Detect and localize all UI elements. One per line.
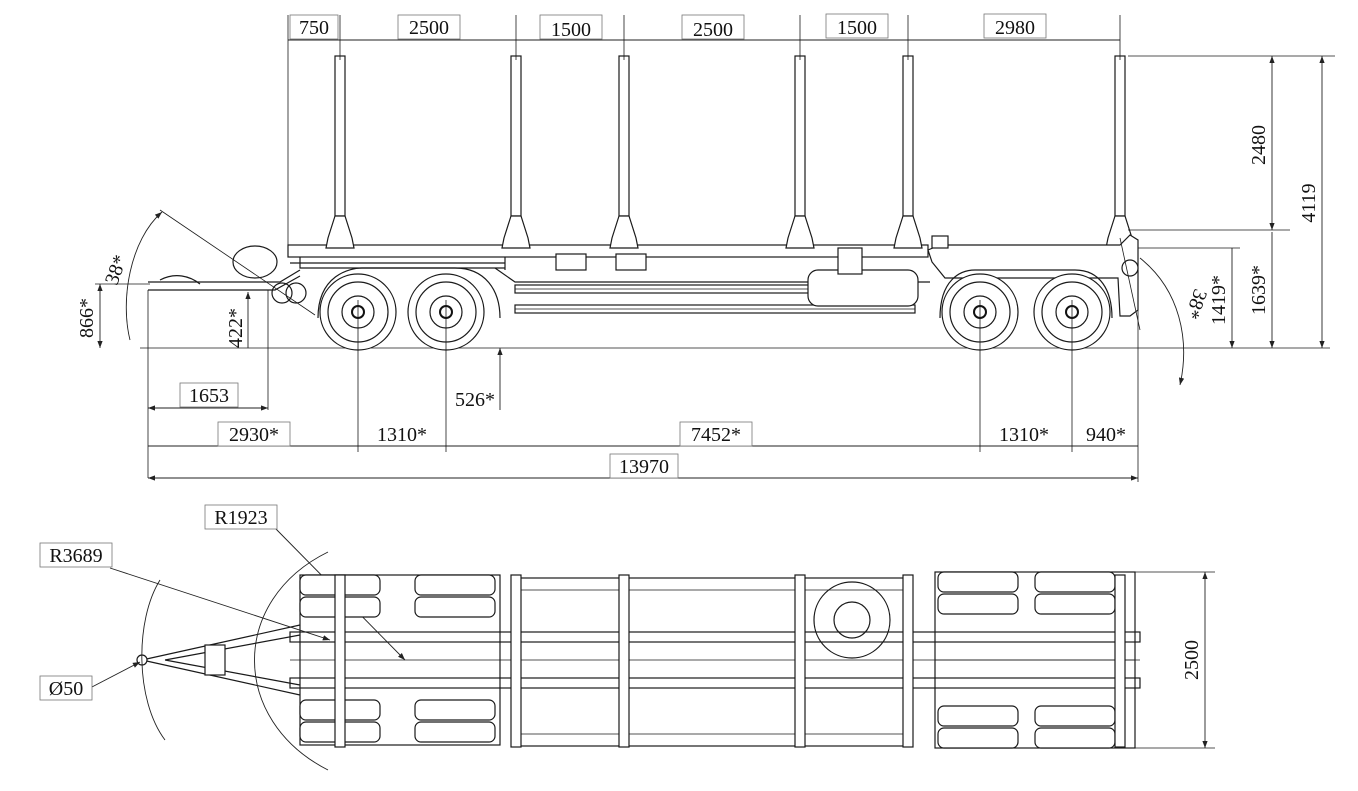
front-angle: 38* bbox=[101, 252, 132, 288]
tyre bbox=[937, 705, 1019, 749]
dim-1653: 1653 bbox=[189, 385, 229, 407]
dim-1310-a: 1310* bbox=[377, 424, 427, 446]
radius-3689: R3689 bbox=[49, 545, 102, 567]
cross-member bbox=[902, 574, 914, 748]
dim-526: 526* bbox=[455, 389, 495, 411]
stake bbox=[325, 55, 355, 249]
dim-7452: 7452* bbox=[691, 424, 741, 446]
tyre bbox=[1034, 571, 1116, 615]
dim-940: 940* bbox=[1086, 424, 1126, 446]
dim-2480: 2480 bbox=[1248, 125, 1270, 165]
dim-13970: 13970 bbox=[619, 456, 669, 478]
cross-member bbox=[794, 574, 806, 748]
tyre bbox=[1034, 705, 1116, 749]
cross-member bbox=[510, 574, 522, 748]
dim-2980: 2980 bbox=[995, 17, 1035, 39]
rear-dolly-frame bbox=[927, 234, 1139, 317]
stakes bbox=[325, 55, 1135, 249]
drawbar bbox=[148, 245, 307, 304]
tyre bbox=[414, 699, 496, 743]
cross-members bbox=[334, 574, 1126, 748]
side-view bbox=[125, 55, 1330, 386]
dim-2930: 2930* bbox=[229, 424, 279, 446]
stake bbox=[609, 55, 639, 249]
dim-750: 750 bbox=[299, 17, 329, 39]
top-labels: R1923 R3689 Ø50 2500 bbox=[39, 504, 1203, 701]
stake bbox=[785, 55, 815, 249]
eye-diameter: Ø50 bbox=[49, 678, 83, 700]
cross-member bbox=[1114, 574, 1126, 748]
dim-422: 422* bbox=[225, 308, 247, 348]
tyre bbox=[414, 574, 496, 618]
radius-1923: R1923 bbox=[214, 507, 267, 529]
dim-1419: 1419* bbox=[1208, 275, 1230, 325]
width-2500: 2500 bbox=[1181, 640, 1203, 680]
dim-4119: 4119 bbox=[1298, 183, 1320, 222]
front-frame bbox=[287, 244, 930, 314]
dim-2500-a: 2500 bbox=[409, 17, 449, 39]
dim-2500-b: 2500 bbox=[693, 19, 733, 41]
cross-member bbox=[334, 574, 346, 748]
dim-866: 866* bbox=[76, 298, 98, 338]
rear-angle: 38* bbox=[1180, 286, 1211, 322]
cross-member bbox=[618, 574, 630, 748]
stake bbox=[501, 55, 531, 249]
dim-1639: 1639* bbox=[1248, 265, 1270, 315]
stake bbox=[893, 55, 923, 249]
dim-1310-b: 1310* bbox=[999, 424, 1049, 446]
dim-1500-a: 1500 bbox=[551, 19, 591, 41]
tyre bbox=[937, 571, 1019, 615]
stake bbox=[1105, 55, 1135, 249]
top-view bbox=[89, 527, 1215, 771]
dim-1500-b: 1500 bbox=[837, 17, 877, 39]
